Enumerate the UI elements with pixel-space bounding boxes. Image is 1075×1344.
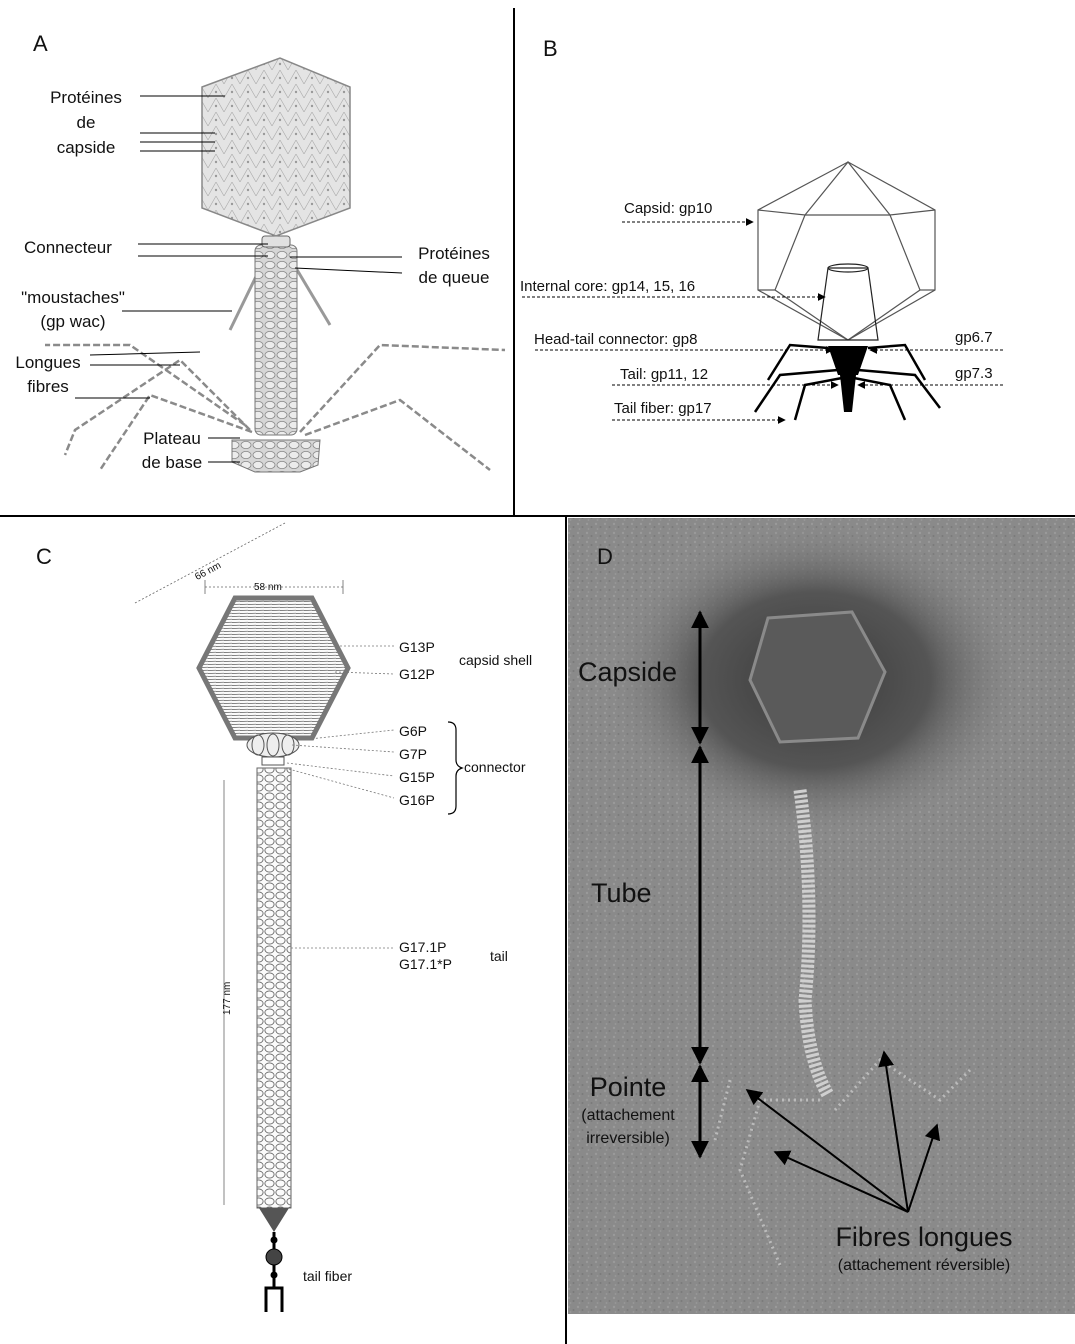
panel-d-letter: D — [597, 544, 613, 569]
label-long-fibers-1: Longues — [15, 353, 80, 372]
label-c-g17-1sp: G17.1*P — [399, 956, 452, 972]
label-c-capsid-shell: capsid shell — [459, 652, 532, 668]
dim-66nm: 66 nm — [193, 560, 223, 583]
capsid-shell-drawing — [199, 598, 348, 738]
panel-d: D Capside Tube Pointe (attachement irrev… — [568, 518, 1075, 1314]
label-d-fibres: Fibres longues — [835, 1222, 1012, 1252]
label-capsid-proteins-3: capside — [57, 138, 116, 157]
label-d-pointe-note-2: irreversible) — [586, 1130, 670, 1147]
label-b-head-tail-connector: Head-tail connector: gp8 — [534, 331, 697, 348]
panel-b-letter: B — [543, 36, 558, 61]
panel-a: A — [15, 31, 505, 472]
label-b-capsid: Capsid: gp10 — [624, 200, 712, 217]
label-connector: Connecteur — [24, 238, 112, 257]
capsid-wireframe — [758, 162, 935, 340]
label-d-fibres-note: (attachement réversible) — [838, 1257, 1011, 1274]
label-c-g17-1p: G17.1P — [399, 939, 446, 955]
dim-58nm: 58 nm — [254, 582, 282, 593]
capsid-drawing — [202, 58, 350, 236]
tail-fiber-drawing — [259, 1208, 289, 1312]
panel-b: B — [520, 36, 1003, 420]
tail-tube-drawing — [257, 768, 291, 1208]
label-whiskers-2: (gp wac) — [40, 312, 105, 331]
label-c-g16p: G16P — [399, 792, 435, 808]
label-baseplate-1: Plateau — [143, 429, 201, 448]
label-long-fibers-2: fibres — [27, 377, 69, 396]
label-b-internal-core: Internal core: gp14, 15, 16 — [520, 278, 695, 295]
label-capsid-proteins-2: de — [77, 113, 96, 132]
label-d-pointe: Pointe — [590, 1072, 667, 1102]
dim-177nm: 177 nm — [222, 982, 233, 1015]
panel-c-letter: C — [36, 544, 52, 569]
tail-drawing-b — [755, 345, 940, 420]
label-b-tail-fiber: Tail fiber: gp17 — [614, 400, 712, 417]
connector-bracket — [448, 722, 462, 814]
label-d-tube: Tube — [591, 878, 652, 908]
label-d-pointe-note-1: (attachement — [581, 1107, 675, 1124]
label-b-gp7-3: gp7.3 — [955, 365, 993, 382]
label-c-g6p: G6P — [399, 723, 427, 739]
label-c-connector: connector — [464, 759, 526, 775]
label-b-tail: Tail: gp11, 12 — [620, 366, 708, 383]
label-capsid-proteins-1: Protéines — [50, 88, 122, 107]
label-d-capside: Capside — [578, 657, 677, 687]
panel-c: C 66 nm 58 nm 177 nm — [36, 523, 532, 1312]
label-tail-proteins-2: de queue — [419, 268, 490, 287]
panel-a-letter: A — [33, 31, 48, 56]
connector-drawing — [247, 733, 299, 765]
baseplate-drawing — [232, 440, 320, 472]
connector-ring — [262, 236, 290, 247]
label-whiskers-1: "moustaches" — [21, 288, 125, 307]
label-c-tail: tail — [490, 948, 508, 964]
label-tail-proteins-1: Protéines — [418, 244, 490, 263]
label-baseplate-2: de base — [142, 453, 203, 472]
label-c-g7p: G7P — [399, 746, 427, 762]
label-c-g13p: G13P — [399, 639, 435, 655]
label-b-gp6-7: gp6.7 — [955, 329, 993, 346]
label-c-g12p: G12P — [399, 666, 435, 682]
label-c-g15p: G15P — [399, 769, 435, 785]
label-c-tail-fiber: tail fiber — [303, 1268, 352, 1284]
tail-sheath — [255, 245, 297, 435]
